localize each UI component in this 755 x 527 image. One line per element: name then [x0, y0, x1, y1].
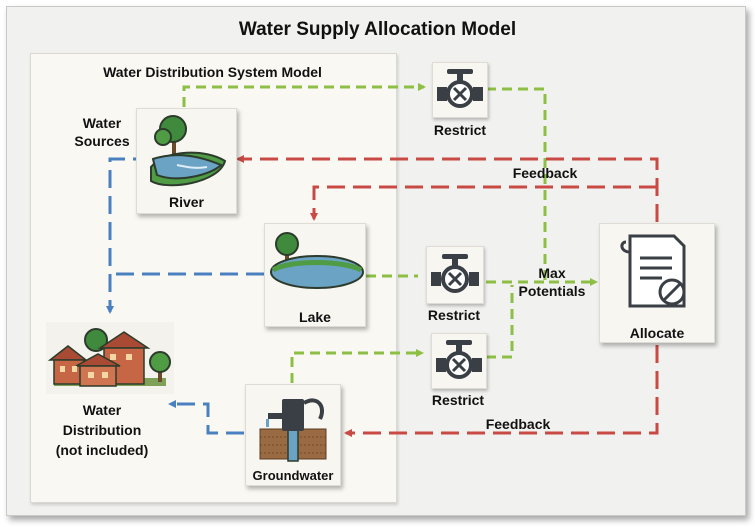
feedback-top-label: Feedback	[512, 165, 578, 181]
valve-icon	[431, 254, 479, 293]
groundwater-to-bottom-valve	[290, 349, 424, 383]
river-icon	[150, 115, 227, 187]
lake-icon	[270, 232, 364, 289]
valve-middle-label: Restrict	[427, 307, 481, 323]
groundwater-label: Groundwater	[252, 468, 334, 483]
max-potentials-label: Max Potentials	[518, 265, 586, 299]
valve-middle	[426, 246, 484, 304]
diagram-title: Water Supply Allocation Model	[238, 19, 517, 40]
lake-label: Lake	[299, 309, 331, 325]
system-panel-title: Water Distribution System Model	[103, 64, 322, 80]
feedback-to-groundwater	[344, 345, 659, 437]
valve-bottom-label: Restrict	[431, 392, 485, 408]
water-sources-label: Water Sources	[74, 115, 130, 149]
river-to-top-valve	[182, 83, 426, 107]
houses-icon	[47, 328, 171, 387]
river-label: River	[168, 194, 205, 210]
bottom-valve-to-allocate	[486, 285, 514, 359]
groundwater-to-distribution	[168, 400, 244, 435]
valve-icon	[436, 340, 482, 379]
valve-icon	[437, 69, 483, 108]
lake-node: Lake	[264, 223, 366, 327]
allocate-label: Allocate	[629, 325, 685, 341]
water-distribution-node	[46, 322, 174, 394]
top-valve-to-allocate	[486, 87, 598, 286]
allocate-document-icon	[620, 234, 686, 308]
river-node: River	[136, 108, 237, 214]
water-distribution-label: Water Distribution (not included)	[55, 402, 149, 458]
allocate-node: Allocate	[599, 223, 715, 343]
feedback-bottom-label: Feedback	[485, 416, 551, 432]
groundwater-pump-icon	[259, 398, 327, 462]
valve-bottom	[431, 333, 487, 389]
feedback-to-lake	[310, 185, 657, 221]
valve-top-label: Restrict	[433, 122, 487, 138]
groundwater-node: Groundwater	[245, 384, 341, 486]
feedback-to-river	[236, 155, 659, 222]
valve-top	[432, 62, 488, 118]
